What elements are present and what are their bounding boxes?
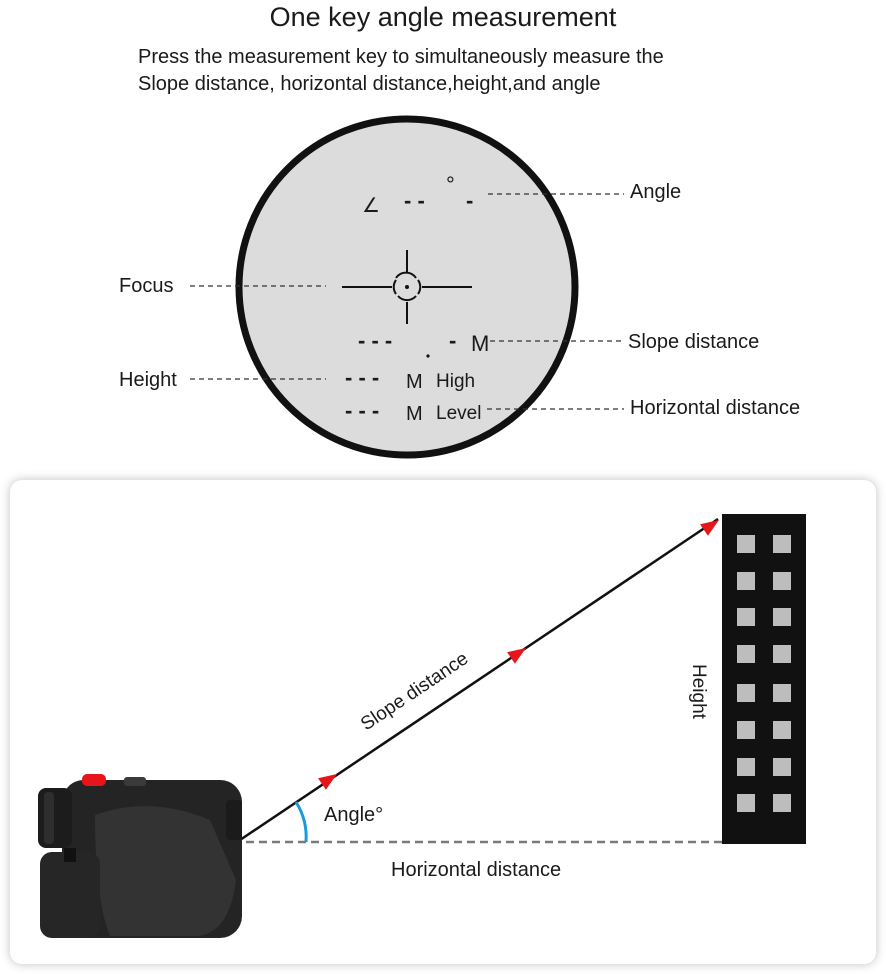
height-high-label: High xyxy=(436,371,475,392)
callout-focus: Focus xyxy=(119,275,173,297)
rangefinder-device xyxy=(38,774,242,938)
device-red-button xyxy=(82,774,106,786)
page-title: One key angle measurement xyxy=(269,2,617,32)
slope-arrows xyxy=(318,519,719,790)
subtitle-line-1: Press the measurement key to simultaneou… xyxy=(138,46,664,68)
focus-crosshair xyxy=(342,250,472,324)
angle-label: Angle° xyxy=(324,804,383,826)
building-body xyxy=(722,514,806,844)
slope-unit: M xyxy=(471,331,489,356)
device-top-button xyxy=(124,777,146,786)
building-windows xyxy=(737,535,791,812)
viewfinder-diagram: ∠ - - ° - - - - - M - - - M High - - - M… xyxy=(119,115,800,459)
callout-leaders xyxy=(190,193,624,410)
height-dashes: - - - xyxy=(345,365,379,390)
device-button-slot xyxy=(64,848,76,862)
horizontal-distance-label: Horizontal distance xyxy=(391,859,561,881)
level-label: Level xyxy=(436,403,481,424)
arrow-1 xyxy=(318,773,337,790)
callout-slope: Slope distance xyxy=(628,331,759,353)
building xyxy=(722,514,806,844)
building-height-label: Height xyxy=(688,664,709,720)
device-front-lens xyxy=(226,800,242,840)
level-unit: M xyxy=(406,403,423,425)
decimal-dot xyxy=(426,354,430,358)
arrow-2 xyxy=(507,647,526,664)
angle-dash-end: - xyxy=(466,188,473,213)
subtitle-line-2: Slope distance, horizontal distance,heig… xyxy=(138,73,601,95)
arrow-3 xyxy=(700,519,719,536)
device-eyepiece-ring xyxy=(44,792,54,844)
device-eyepiece xyxy=(38,788,72,848)
slope-distance-line xyxy=(239,517,719,842)
callout-horizontal: Horizontal distance xyxy=(630,397,800,419)
level-dashes: - - - xyxy=(345,398,379,423)
angle-symbol: ∠ xyxy=(362,195,380,217)
slope-dash-end: - xyxy=(449,328,456,353)
callout-angle: Angle xyxy=(630,181,681,203)
focus-center-dot xyxy=(405,285,409,289)
page-subtitle: Press the measurement key to simultaneou… xyxy=(138,44,838,98)
degree-symbol: ° xyxy=(446,172,455,197)
slope-dashes: - - - xyxy=(358,328,392,353)
device-grip xyxy=(95,806,236,936)
height-unit: M xyxy=(406,371,423,393)
callout-height: Height xyxy=(119,369,177,391)
angle-dashes: - - xyxy=(404,188,425,213)
device-lower-body xyxy=(40,852,100,938)
angle-arc xyxy=(294,801,308,843)
